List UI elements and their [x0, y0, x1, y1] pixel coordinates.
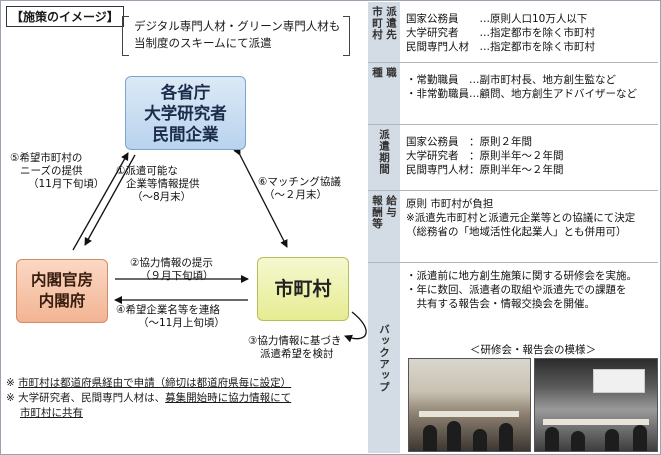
step4-line-1: ④希望企業名等を連絡: [116, 304, 220, 316]
row-destination-header: 派遣先 市町村: [368, 2, 400, 62]
step1-line-2: 企業等情報提供: [126, 178, 200, 190]
header-period: 派遣期間: [378, 129, 390, 175]
step2-line-1: ②協力情報の提示: [130, 257, 213, 269]
arrow-step6: [233, 146, 288, 248]
row-period: 派遣期間 国家公務員 ：原則２年間 大学研究者 ：原則半年～２年間 民間専門人材…: [368, 124, 658, 191]
section-title: 【施策のイメージ】: [6, 6, 124, 27]
bracket-left: [122, 16, 129, 56]
step4-line-2: （～11月上旬頃）: [138, 317, 225, 329]
photo-training-session: [408, 358, 531, 452]
header-position-2: 種: [371, 67, 383, 79]
footnotes: ※ 市町村は都道府県経由で申請（締切は都道府県毎に設定） ※ 大学研究者、民間専…: [6, 376, 291, 421]
photo-2-screen: [593, 369, 645, 393]
row-position: 職 種 ・常勤職員 …副市町村長、地方創生監など ・非常勤職員…顧問、地方創生ア…: [368, 62, 658, 125]
row-position-body: ・常勤職員 …副市町村長、地方創生監など ・非常勤職員…顧問、地方創生アドバイザ…: [406, 74, 637, 100]
node-cabinet: 内閣官房 内閣府: [16, 259, 108, 323]
arrow-step5: [72, 152, 129, 251]
step3-line-2: 派遣希望を検討: [260, 348, 334, 360]
header-salary-2: 報酬等: [371, 195, 383, 230]
row-backup: バックアップ ・派遣前に地方創生施策に関する研修会を実施。 ・年に数回、派遣者の…: [368, 262, 658, 453]
bracket-right: [343, 16, 350, 56]
node-cabinet-line-1: 内閣官房: [30, 271, 93, 289]
footnote-1: ※ 市町村は都道府県経由で申請（締切は都道府県毎に設定）: [6, 376, 291, 391]
flow-label-step5: ⑤希望市町村の ニーズの提供 （11月下旬頃）: [10, 152, 104, 191]
scheme-note-line-1: デジタル専門人材・グリーン専門人材も: [134, 19, 341, 33]
node-cabinet-line-2: 内閣府: [38, 292, 86, 310]
arrow-step3: [344, 311, 367, 343]
row-destination-body: 国家公務員 …原則人口10万人以下 大学研究者 …指定都市を除く市町村 民間専門…: [406, 13, 595, 53]
step5-line-3: （11月下旬頃）: [28, 178, 105, 190]
flow-arrows: [72, 146, 367, 343]
header-position-1: 職: [385, 67, 397, 79]
photo-2-person: [571, 431, 585, 451]
step5-line-1: ⑤希望市町村の: [10, 152, 83, 164]
step1-line-1: ①派遣可能な: [116, 165, 178, 177]
row-salary: 給与 報酬等 原則 市町村が負担 ※派遣先市町村と派遣元企業等との協議にて決定 …: [368, 190, 658, 263]
row-destination: 派遣先 市町村 国家公務員 …原則人口10万人以下 大学研究者 …指定都市を除く…: [368, 2, 658, 62]
footnote-1-text: 市町村は都道府県経由で申請（締切は都道府県毎に設定）: [18, 377, 292, 389]
node-ministries-line-2: 大学研究者: [144, 103, 227, 123]
flow-label-step1: ①派遣可能な 企業等情報提供 （～8月末）: [116, 165, 200, 204]
footnote-2-marker: ※: [6, 392, 19, 404]
footnote-2: ※ 大学研究者、民間専門人材は、募集開始時に協力情報にて: [6, 391, 291, 406]
photo-2-person: [605, 429, 619, 451]
step6-line-1: ⑥マッチング協議: [258, 176, 341, 188]
flow-label-step6: ⑥マッチング協議 （～２月末）: [258, 176, 341, 202]
footnote-2-text-a: 大学研究者、民間専門人材は、: [18, 392, 166, 404]
flow-label-step4: ④希望企業名等を連絡 （～11月上旬頃）: [116, 304, 225, 330]
row-salary-header: 給与 報酬等: [368, 191, 400, 263]
row-position-header: 職 種: [368, 63, 400, 125]
scheme-note-line-2: 当制度のスキームにて派遣: [134, 36, 272, 50]
photo-2-desk: [543, 419, 649, 425]
step5-line-2: ニーズの提供: [20, 165, 83, 177]
node-municipality: 市町村: [257, 257, 349, 321]
footnote-2-text-c: 市町村に共有: [20, 407, 83, 419]
photo-2-person: [633, 425, 647, 451]
step3-line-1: ③協力情報に基づき: [248, 335, 342, 347]
row-period-body: 国家公務員 ：原則２年間 大学研究者 ：原則半年～２年間 民間専門人材：原則半年…: [406, 136, 564, 176]
photo-caption: ＜研修会・報告会の模様＞: [470, 344, 596, 356]
row-salary-body: 原則 市町村が負担 ※派遣先市町村と派遣元企業等との協議にて決定 （総務省の「地…: [406, 198, 636, 238]
row-backup-body: ・派遣前に地方創生施策に関する研修会を実施。 ・年に数回、派遣者の取組や派遣先で…: [406, 270, 637, 310]
photo-report-meeting: [534, 358, 658, 452]
header-salary-1: 給与: [385, 195, 397, 218]
flow-label-step2: ②協力情報の提示 （９月下旬頃）: [130, 257, 214, 283]
header-backup: バックアップ: [378, 323, 390, 393]
photo-2-person: [545, 427, 559, 451]
node-ministries-line-3: 民間企業: [152, 124, 219, 144]
scheme-note-text: デジタル専門人材・グリーン専門人材も 当制度のスキームにて派遣: [134, 18, 340, 52]
flow-label-step3: ③協力情報に基づき 派遣希望を検討: [248, 335, 341, 361]
step2-line-2: （９月下旬頃）: [140, 270, 214, 282]
overview-table: 派遣先 市町村 国家公務員 …原則人口10万人以下 大学研究者 …指定都市を除く…: [368, 2, 658, 453]
step6-line-2: （～２月末）: [264, 189, 327, 201]
step1-line-3: （～8月末）: [132, 191, 192, 203]
row-period-header: 派遣期間: [368, 125, 400, 191]
header-destination-1: 派遣先: [385, 6, 397, 41]
node-ministries: 各省庁 大学研究者 民間企業: [125, 76, 246, 150]
photo-1-person: [499, 423, 513, 451]
photo-1-desk: [419, 411, 519, 417]
node-ministries-line-1: 各省庁: [160, 82, 211, 102]
footnote-2-text-b: 募集開始時に協力情報にて: [165, 392, 292, 404]
scheme-note: デジタル専門人材・グリーン専門人材も 当制度のスキームにて派遣: [122, 16, 350, 56]
header-destination-2: 市町村: [371, 6, 383, 41]
photo-1-person: [473, 429, 487, 451]
arrow-step1: [84, 154, 136, 246]
photo-1-person: [423, 425, 437, 451]
photo-1-person: [447, 421, 461, 451]
footnote-2-cont: 市町村に共有: [6, 406, 291, 421]
row-backup-header: バックアップ: [368, 263, 400, 453]
footnote-1-marker: ※: [6, 377, 19, 389]
